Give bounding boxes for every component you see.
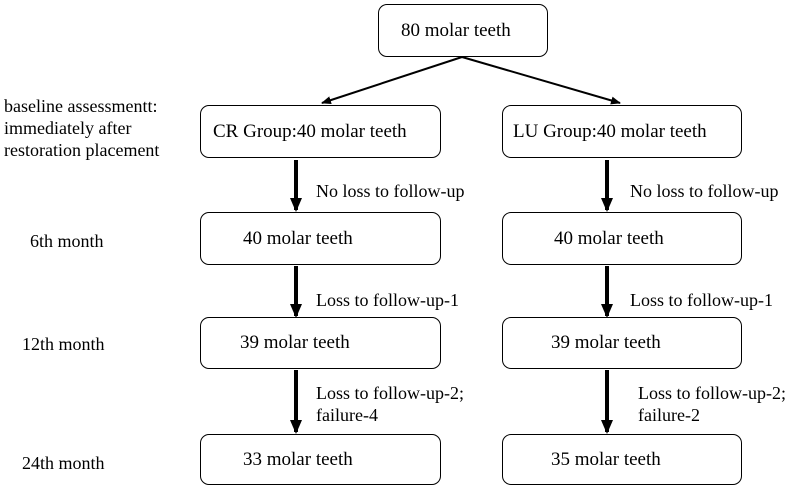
cr-note-3: Loss to follow-up-2; failure-4 [316, 382, 464, 426]
lu-m24-box: 35 molar teeth [502, 434, 742, 485]
cr-note-3-line1: Loss to follow-up-2; [316, 383, 464, 403]
lu-note-3: Loss to follow-up-2; failure-2 [638, 382, 786, 426]
arrow-root-to-cr [321, 56, 463, 104]
cr-group-label: CR Group:40 molar teeth [213, 120, 407, 142]
lu-note-2: Loss to follow-up-1 [630, 290, 773, 310]
baseline-label-line1: baseline assessmentt: [4, 96, 158, 116]
lu-m12-label: 39 molar teeth [551, 332, 661, 353]
cr-note-1: No loss to follow-up [316, 181, 465, 201]
lu-group-label: LU Group:40 molar teeth [513, 120, 707, 142]
cr-note-3-line2: failure-4 [316, 405, 378, 425]
lu-note-1: No loss to follow-up [630, 181, 779, 201]
lu-m6-box: 40 molar teeth [502, 212, 742, 265]
baseline-label: baseline assessmentt: immediately after … [4, 95, 159, 161]
cr-note-2: Loss to follow-up-1 [316, 290, 459, 310]
baseline-label-line3: restoration placement [4, 140, 160, 160]
cr-group-box: CR Group:40 molar teeth [200, 105, 441, 158]
lu-note-3-line1: Loss to follow-up-2; [638, 383, 786, 403]
lu-m12-box: 39 molar teeth [502, 317, 742, 369]
cr-m12-label: 39 molar teeth [240, 332, 350, 353]
arrow-root-to-lu [461, 56, 621, 105]
baseline-label-line2: immediately after [4, 118, 132, 138]
root-label: 80 molar teeth [401, 19, 511, 41]
cr-m6-label: 40 molar teeth [243, 227, 353, 249]
cr-m24-box: 33 molar teeth [200, 434, 441, 485]
lu-m24-label: 35 molar teeth [551, 448, 661, 470]
lu-m6-label: 40 molar teeth [554, 227, 664, 249]
lu-group-box: LU Group:40 molar teeth [502, 105, 742, 158]
month12-label: 12th month [22, 334, 105, 354]
month24-label: 24th month [22, 453, 105, 473]
month6-label: 6th month [30, 231, 104, 251]
root-box: 80 molar teeth [378, 4, 548, 57]
cr-m6-box: 40 molar teeth [200, 212, 441, 265]
lu-note-3-line2: failure-2 [638, 405, 700, 425]
cr-m24-label: 33 molar teeth [243, 448, 353, 470]
cr-m12-box: 39 molar teeth [200, 317, 441, 369]
